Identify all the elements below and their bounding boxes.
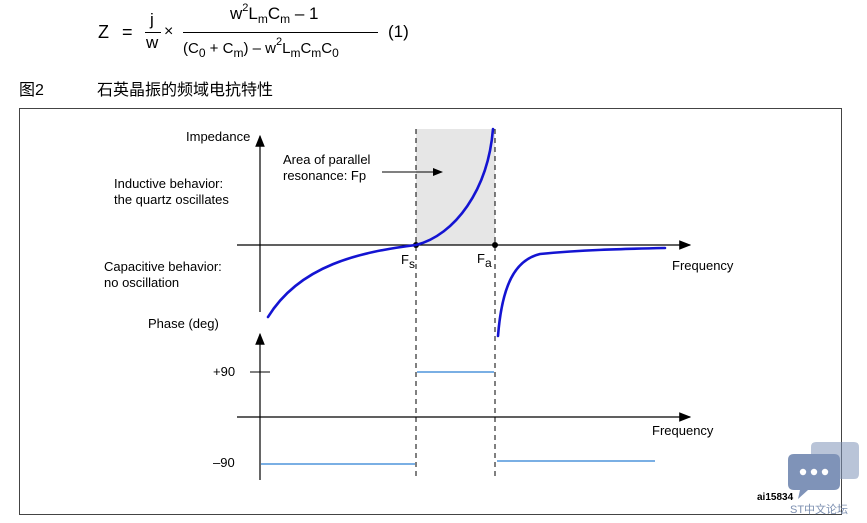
inductive-label-line2: the quartz oscillates — [114, 192, 229, 207]
minus90-label: –90 — [213, 455, 235, 470]
frequency-label-top: Frequency — [672, 258, 734, 273]
formula-number: (1) — [388, 22, 409, 41]
frequency-label-bottom: Frequency — [652, 423, 714, 438]
formula-fraction-line-small — [145, 32, 161, 33]
capacitive-label-line2: no oscillation — [104, 275, 180, 290]
figure-number: 图2 — [19, 82, 44, 99]
formula-w: w — [146, 33, 159, 52]
fa-label: Fa — [477, 251, 492, 270]
fa-point — [492, 242, 498, 248]
chat-bubble-icon — [788, 442, 859, 499]
formula-denominator: (C0 + Cm) – w2LmCmC0 — [183, 36, 339, 60]
formula-j: j — [150, 10, 154, 29]
plus90-label: +90 — [213, 364, 236, 379]
formula-times: × — [164, 23, 174, 40]
formula-lhs: Z — [98, 22, 109, 42]
figure-id: ai15834 — [757, 492, 794, 503]
formula-equals: = — [122, 22, 133, 42]
impedance-label: Impedance — [186, 129, 251, 144]
phase-label: Phase (deg) — [148, 316, 219, 331]
fs-label: Fs — [401, 252, 415, 271]
parallel-area-label-line2: resonance: Fp — [283, 168, 367, 183]
capacitive-label-line1: Capacitive behavior: — [104, 259, 222, 274]
watermark-text: ST中文论坛 — [790, 504, 849, 516]
reactance-curve-below-fa — [266, 127, 495, 319]
figure-title: 石英晶振的频域电抗特性 — [97, 80, 274, 99]
formula-numerator: w2LmCm – 1 — [230, 2, 319, 26]
watermark: ST中文论坛 — [788, 440, 860, 518]
parallel-area-label-line1: Area of parallel — [283, 152, 371, 167]
parallel-resonance-area — [416, 129, 495, 245]
diagram-frame — [19, 108, 842, 515]
reactance-curve-above-fa — [496, 246, 667, 338]
inductive-label-line1: Inductive behavior: — [114, 176, 224, 191]
formula-fraction-line — [183, 32, 378, 33]
